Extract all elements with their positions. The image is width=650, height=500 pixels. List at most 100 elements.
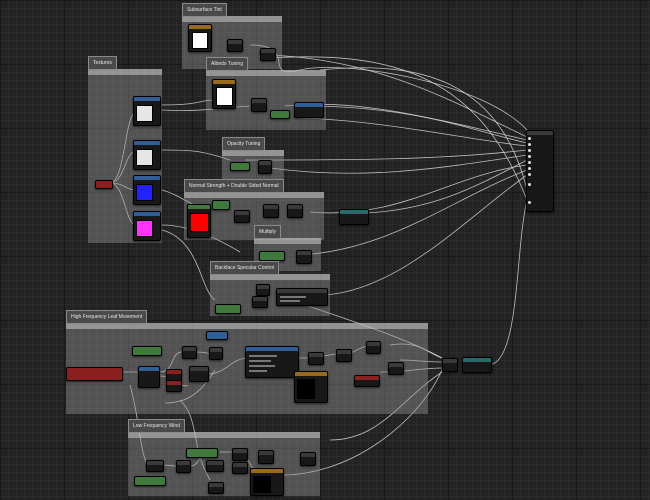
spec-switch-node[interactable]	[276, 288, 328, 306]
add-node[interactable]	[336, 349, 352, 362]
node-header	[527, 131, 553, 135]
albedo-texture-node[interactable]	[133, 96, 161, 126]
texture-sample-node[interactable]	[188, 24, 212, 52]
multiply-node[interactable]	[308, 352, 324, 365]
node-header	[135, 477, 165, 485]
albedo-swatch	[136, 105, 153, 122]
rotate-about-axis-node[interactable]	[245, 346, 299, 378]
node-header	[257, 285, 269, 289]
lf-output-node[interactable]	[300, 452, 316, 466]
transform-vector-node[interactable]	[339, 209, 369, 225]
scale-param-node[interactable]	[166, 380, 182, 392]
wpo-add-node[interactable]	[442, 358, 458, 372]
node-header	[233, 449, 247, 453]
node-header	[277, 289, 327, 293]
node-header	[213, 80, 235, 84]
node-header	[301, 453, 315, 457]
wpo-multiply-node[interactable]	[462, 357, 492, 373]
subsurface-texture-node[interactable]	[133, 140, 161, 170]
noise-texture-node[interactable]	[294, 371, 328, 403]
normal-texture-node[interactable]	[133, 175, 161, 205]
input-pin[interactable]	[528, 161, 531, 164]
lf-param-node[interactable]	[134, 476, 166, 486]
comment-title[interactable]: Low Frequency Wind	[128, 419, 185, 433]
desaturation-node[interactable]	[294, 102, 324, 118]
add-node[interactable]	[209, 347, 223, 360]
multiply-node[interactable]	[296, 250, 312, 264]
node-header	[235, 211, 249, 215]
lf-multiply-node[interactable]	[146, 460, 164, 472]
input-pin[interactable]	[528, 137, 531, 140]
comment-title[interactable]: Backface Specular Control	[210, 261, 280, 275]
lf-noise-texture-node[interactable]	[250, 468, 284, 496]
input-pin[interactable]	[528, 173, 531, 176]
constant-node[interactable]	[270, 110, 290, 119]
comment-title[interactable]: Normal Strength + Double Sided Normal	[184, 179, 284, 193]
time-node[interactable]	[138, 366, 160, 388]
input-pin[interactable]	[528, 143, 531, 146]
node-header	[187, 449, 217, 457]
node-header	[167, 370, 181, 374]
input-pin[interactable]	[528, 201, 531, 204]
lf-mask-node[interactable]	[232, 462, 248, 474]
lf-speed-node[interactable]	[186, 448, 218, 458]
multiply-param-node[interactable]	[259, 251, 285, 261]
node-row	[249, 355, 277, 357]
comment-opacity-tuning: Opacity Tuning	[222, 137, 284, 182]
flatten-normal-node[interactable]	[212, 200, 230, 210]
lerp-node[interactable]	[260, 48, 276, 61]
append-node[interactable]	[287, 204, 303, 218]
lf-sine-node[interactable]	[206, 460, 224, 472]
comment-title[interactable]: Multiply	[254, 225, 281, 239]
node-header	[133, 347, 161, 355]
node-header	[355, 376, 379, 380]
albedo-tint-node[interactable]	[212, 79, 236, 109]
lf-strength-node[interactable]	[208, 482, 224, 494]
comment-title[interactable]: Subsurface Tint	[182, 3, 227, 17]
comment-title[interactable]: High Frequency Leaf Movement	[66, 310, 148, 324]
node-header	[261, 49, 275, 53]
lf-lerp-node[interactable]	[232, 448, 248, 461]
twosided-sign-node[interactable]	[263, 204, 279, 218]
opacity-param-node[interactable]	[230, 162, 250, 171]
lerp-node[interactable]	[366, 341, 381, 354]
node-row	[280, 300, 300, 302]
red-swatch	[190, 213, 209, 232]
normal-strength-param-node[interactable]	[187, 204, 211, 238]
world-position-node[interactable]	[66, 367, 123, 381]
node-header	[246, 347, 298, 351]
node-header	[259, 161, 271, 165]
lf-vector-node[interactable]	[258, 450, 274, 464]
comment-title[interactable]: Opacity Tuning	[222, 137, 266, 151]
speed-param-node[interactable]	[132, 346, 162, 356]
node-header	[264, 205, 278, 209]
wind-strength-node[interactable]	[206, 331, 228, 340]
power-node[interactable]	[258, 160, 272, 174]
switch-node[interactable]	[354, 375, 380, 387]
node-header	[210, 348, 222, 352]
specular-param-node[interactable]	[215, 304, 241, 314]
frac-node[interactable]	[189, 366, 209, 382]
comment-title[interactable]: Albedo Tuning	[206, 57, 248, 71]
comment-multiply: Multiply	[254, 225, 321, 271]
node-header	[297, 251, 311, 255]
multiply-node[interactable]	[234, 210, 250, 223]
texcoord-node[interactable]	[95, 180, 113, 189]
lf-add-node[interactable]	[176, 460, 191, 473]
input-pin[interactable]	[528, 167, 531, 170]
comment-bar	[210, 274, 330, 280]
noise-swatch	[297, 379, 315, 399]
twosided-node[interactable]	[252, 296, 268, 308]
comment-title[interactable]: Textures	[88, 56, 117, 70]
material-output-node[interactable]	[526, 130, 554, 212]
input-pin[interactable]	[528, 149, 531, 152]
multiply-node[interactable]	[182, 346, 197, 359]
input-pin[interactable]	[528, 155, 531, 158]
one-minus-node[interactable]	[256, 284, 270, 296]
multiply-node[interactable]	[251, 98, 267, 112]
multiply-node[interactable]	[227, 39, 243, 52]
node-header	[189, 25, 211, 29]
input-pin[interactable]	[528, 183, 531, 186]
mask-texture-node[interactable]	[133, 211, 161, 241]
clamp-node[interactable]	[388, 362, 404, 375]
